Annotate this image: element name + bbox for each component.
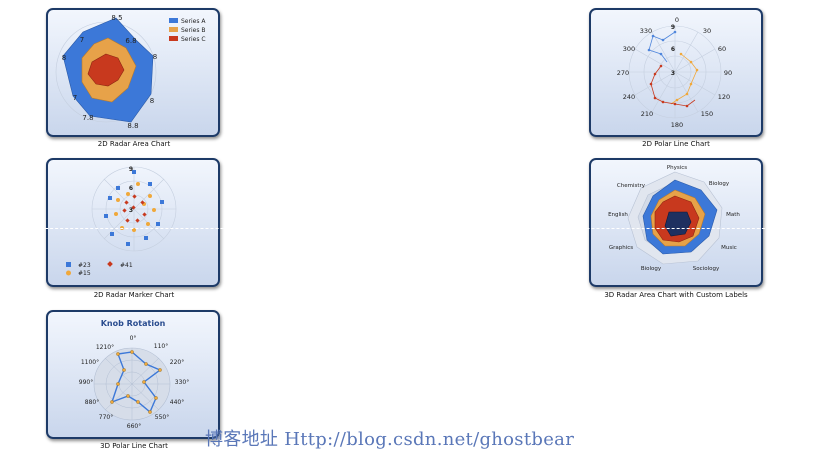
legend-entry: Series B <box>181 27 205 34</box>
angle-label: 0 <box>675 16 679 24</box>
angle-label: 110° <box>154 343 168 350</box>
radar-3d-caption: 3D Radar Area Chart with Custom Labels <box>604 291 748 299</box>
angle-label: 330 <box>640 27 652 35</box>
radial-label: 6 <box>129 185 133 192</box>
legend: Series A Series B Series C <box>169 18 206 43</box>
polar-line-caption: 2D Polar Line Chart <box>642 140 710 148</box>
legend-entry: #23 <box>78 262 91 269</box>
radar-area-chart-card[interactable]: 8.5 6.8 8 8 8.8 7.8 7 8 7 Series A Serie… <box>46 8 220 137</box>
dashed-divider <box>0 228 820 229</box>
angle-label: 330° <box>175 379 189 386</box>
radial-label: 9 <box>129 166 133 173</box>
radar-marker-chart-card[interactable]: 9 6 3 #23 #41 #15 <box>46 158 220 287</box>
radar-area-caption: 2D Radar Area Chart <box>97 140 171 148</box>
angle-label: 660° <box>127 423 141 430</box>
polar-line-chart: 0 30 60 90 120 150 180 210 240 270 300 3… <box>617 16 732 129</box>
point-label: 7.8 <box>82 114 93 122</box>
angle-label: 300 <box>623 45 635 53</box>
angle-label: 30 <box>703 27 711 35</box>
angle-label: 880° <box>85 399 99 406</box>
point-label: 7 <box>80 36 84 44</box>
angle-label: 90 <box>724 69 732 77</box>
axis-label: Biology <box>709 181 730 187</box>
angle-label: 120 <box>718 93 730 101</box>
radar-3d-chart-card[interactable]: Physics Biology Math Music Sociology Bio… <box>589 158 763 287</box>
polar-line-chart-card[interactable]: 0 30 60 90 120 150 180 210 240 270 300 3… <box>589 8 763 137</box>
legend-entry: #41 <box>120 262 133 269</box>
angle-label: 240 <box>623 93 635 101</box>
angle-label: 990° <box>79 379 93 386</box>
radar-marker-caption: 2D Radar Marker Chart <box>93 291 175 299</box>
angle-label: 0° <box>130 335 137 342</box>
legend-entry: Series C <box>181 36 206 43</box>
angle-label: 770° <box>99 414 113 421</box>
radial-label: 3 <box>671 70 675 77</box>
axis-label: English <box>608 212 628 218</box>
angle-label: 1100° <box>81 359 99 366</box>
axis-label: Physics <box>667 165 687 171</box>
point-label: 7 <box>73 94 77 102</box>
watermark: 博客地址 Http://blog.csdn.net/ghostbear <box>205 429 575 450</box>
angle-label: 1210° <box>96 344 114 351</box>
angle-label: 440° <box>170 399 184 406</box>
axis-label: Chemistry <box>617 183 646 189</box>
angle-label: 550° <box>155 414 169 421</box>
axis-label: Math <box>726 212 740 218</box>
legend-entry: #15 <box>78 270 91 277</box>
radar-3d-chart: Physics Biology Math Music Sociology Bio… <box>608 165 740 272</box>
point-label: 8 <box>62 54 66 62</box>
polar-3d-caption: 3D Polar Line Chart <box>100 442 168 450</box>
axis-label: Graphics <box>609 245 633 251</box>
point-label: 8 <box>150 97 154 105</box>
polar-3d-chart-card[interactable]: Knob Rotation 0° 110° 220° 330° 440° 550… <box>46 310 220 439</box>
axis-label: Sociology <box>693 266 720 272</box>
axis-label: Music <box>721 245 737 251</box>
area-navy <box>664 211 692 237</box>
radial-label: 3 <box>129 207 133 214</box>
chart-title: Knob Rotation <box>101 319 166 328</box>
point-label: 8 <box>153 53 157 61</box>
radial-label: 9 <box>671 24 675 31</box>
radar-area-chart: 8.5 6.8 8 8 8.8 7.8 7 8 7 Series A Serie… <box>55 14 206 130</box>
angle-label: 210 <box>641 110 653 118</box>
point-label: 8.5 <box>111 14 122 22</box>
angle-label: 60 <box>718 45 726 53</box>
polar-3d-chart: Knob Rotation 0° 110° 220° 330° 440° 550… <box>79 319 189 430</box>
legend-entry: Series A <box>181 18 206 25</box>
point-label: 8.8 <box>127 122 138 130</box>
angle-label: 180 <box>671 121 683 129</box>
point-label: 6.8 <box>125 37 136 45</box>
radial-label: 6 <box>671 46 675 53</box>
angle-label: 150 <box>701 110 713 118</box>
axis-label: Biology <box>641 266 662 272</box>
radar-marker-chart: 9 6 3 #23 #41 #15 <box>66 166 177 277</box>
legend: #23 #41 #15 <box>66 261 133 277</box>
angle-label: 220° <box>170 359 184 366</box>
series-c-area <box>87 53 125 87</box>
angle-label: 270 <box>617 69 629 77</box>
